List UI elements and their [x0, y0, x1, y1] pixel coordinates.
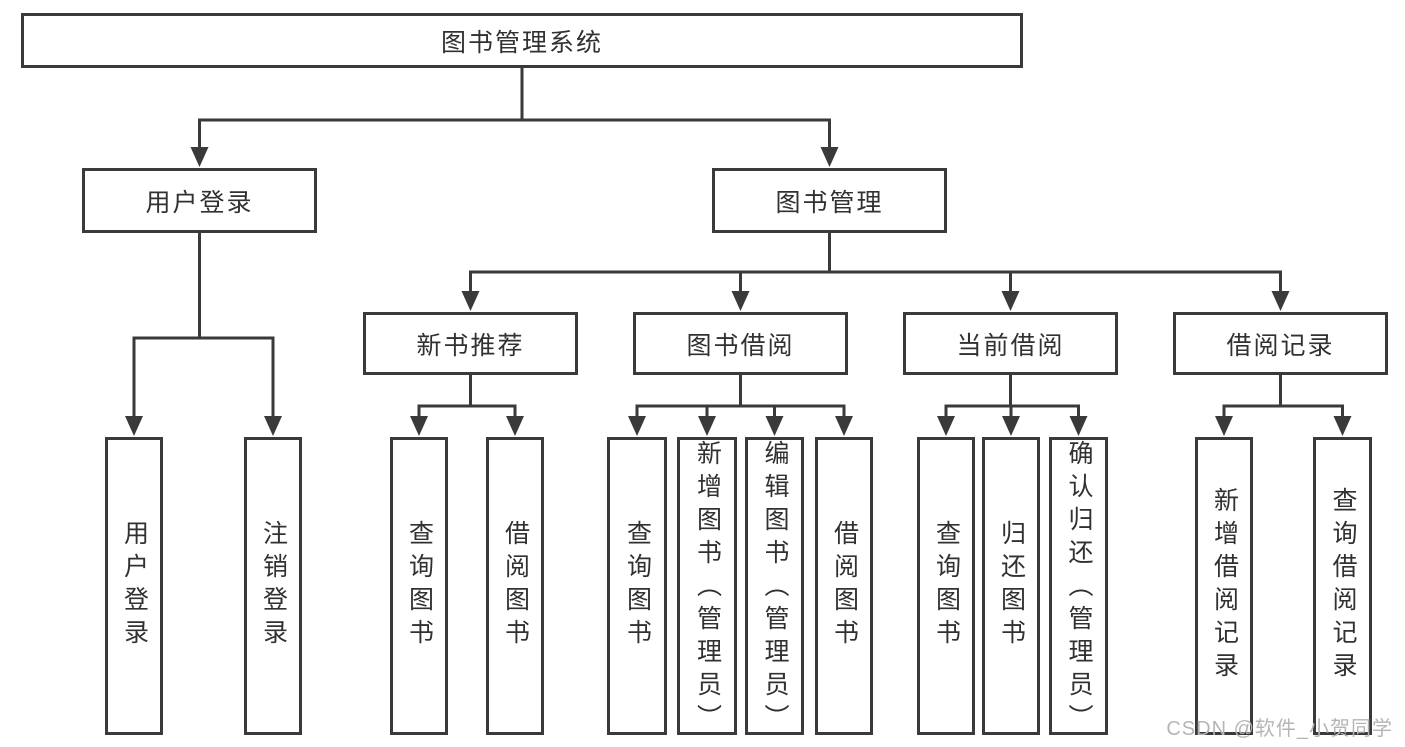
leaf-query-borrow-record-label: 查询借阅记录 — [1329, 487, 1357, 685]
node-book-management-label: 图书管理 — [775, 188, 884, 217]
connector-currentborrow-to-leaves — [937, 375, 1088, 436]
node-user-login-label: 用户登录 — [145, 188, 254, 217]
leaf-user-login: 用户登录 — [105, 437, 163, 735]
connector-newbook-to-leaves — [410, 375, 524, 436]
leaf-query-books-3-label: 查询图书 — [932, 520, 961, 652]
leaf-borrow-books-1: 借阅图书 — [486, 437, 544, 735]
connector-borrowrecord-to-leaves — [1215, 375, 1352, 436]
leaf-borrow-books-2: 借阅图书 — [815, 437, 873, 735]
leaf-return-books: 归还图书 — [982, 437, 1040, 735]
node-user-login: 用户登录 — [82, 168, 317, 233]
leaf-query-books-3: 查询图书 — [917, 437, 975, 735]
node-book-borrow: 图书借阅 — [633, 312, 848, 375]
node-new-book-recommend: 新书推荐 — [363, 312, 578, 375]
leaf-add-books-admin: 新增图书（管理员） — [677, 437, 737, 737]
node-book-borrow-label: 图书借阅 — [686, 331, 795, 360]
node-current-borrow: 当前借阅 — [903, 312, 1118, 375]
node-borrow-record-label: 借阅记录 — [1226, 331, 1335, 360]
leaf-edit-books-admin-label: 编辑图书（管理员） — [761, 440, 789, 737]
leaf-borrow-books-2-label: 借阅图书 — [830, 520, 859, 652]
node-library-system: 图书管理系统 — [21, 13, 1023, 68]
connector-root-to-level2 — [190, 68, 839, 167]
leaf-add-books-admin-label: 新增图书（管理员） — [693, 440, 722, 737]
connector-bookborrow-to-leaves — [628, 375, 853, 436]
leaf-query-books-1: 查询图书 — [390, 437, 448, 735]
leaf-logout-label: 注销登录 — [259, 520, 288, 652]
leaf-query-books-2: 查询图书 — [607, 437, 667, 735]
leaf-return-books-label: 归还图书 — [997, 520, 1026, 652]
leaf-add-borrow-record: 新增借阅记录 — [1195, 437, 1253, 735]
csdn-watermark: CSDN @软件_小贺同学 — [1166, 718, 1393, 740]
leaf-add-borrow-record-label: 新增借阅记录 — [1210, 487, 1239, 685]
connector-userlogin-to-leaves — [125, 233, 282, 436]
leaf-confirm-return-admin-label: 确认归还（管理员） — [1065, 440, 1093, 737]
leaf-logout: 注销登录 — [244, 437, 302, 735]
node-new-book-recommend-label: 新书推荐 — [416, 331, 525, 360]
leaf-query-books-2-label: 查询图书 — [623, 520, 652, 652]
leaf-borrow-books-1-label: 借阅图书 — [501, 520, 530, 652]
leaf-confirm-return-admin: 确认归还（管理员） — [1049, 437, 1108, 737]
leaf-query-borrow-record: 查询借阅记录 — [1313, 437, 1372, 735]
node-library-system-label: 图书管理系统 — [440, 28, 603, 57]
connector-bookmgmt-to-level3 — [461, 232, 1290, 311]
node-book-management: 图书管理 — [712, 168, 947, 233]
leaf-edit-books-admin: 编辑图书（管理员） — [745, 437, 804, 737]
node-borrow-record: 借阅记录 — [1173, 312, 1388, 375]
leaf-user-login-label: 用户登录 — [120, 520, 149, 652]
node-current-borrow-label: 当前借阅 — [956, 331, 1065, 360]
leaf-query-books-1-label: 查询图书 — [405, 520, 434, 652]
